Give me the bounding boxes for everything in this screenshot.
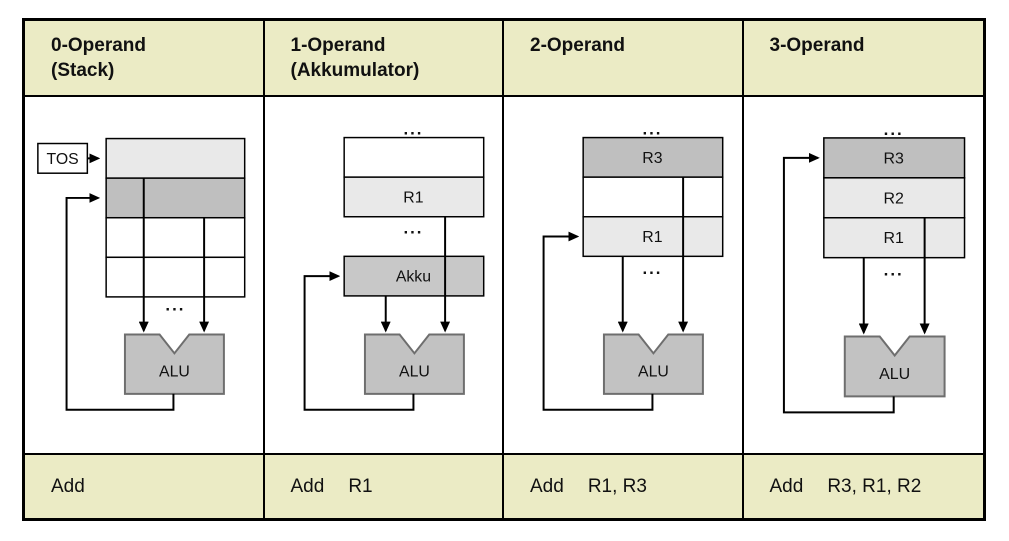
ellipsis-middle: ...	[403, 219, 423, 238]
stack-cell-top	[105, 137, 246, 179]
alu-block	[602, 333, 704, 395]
register-r1-label: R1	[403, 189, 423, 206]
stack-architecture-diagram: TOS ... ALU	[37, 137, 246, 411]
register-cell-r1	[822, 216, 965, 259]
diagram-area: TOS ... ALU	[25, 97, 263, 455]
alu-label: ALU	[399, 364, 430, 381]
alu-block	[843, 335, 946, 398]
header-line-2: (Akkumulator)	[290, 60, 420, 81]
header-line-1: 0-Operand	[51, 35, 147, 56]
akkumulator-architecture-diagram: ... R1 ... Akku ALU	[303, 120, 484, 411]
ellipsis-bottom: ...	[165, 296, 185, 315]
column-0-operand-stack: 0-Operand (Stack) TOS ...	[25, 21, 265, 518]
akku-register	[342, 255, 484, 297]
ellipsis-middle: ...	[883, 261, 903, 280]
instruction-operands: R1, R3	[587, 475, 647, 497]
ellipsis-top: ...	[642, 120, 662, 139]
register-r3-label: R3	[642, 150, 662, 167]
instruction-operands: R1	[348, 475, 373, 497]
alu-block	[363, 333, 465, 395]
ellipsis-middle: ...	[642, 259, 662, 278]
instruction-operands: R3, R1, R2	[827, 475, 922, 497]
register-cell-r3	[822, 137, 965, 179]
register-cell-empty	[342, 136, 484, 178]
register-r1-label: R1	[642, 229, 662, 246]
instruction-mnemonic: Add	[51, 475, 85, 497]
instruction-mnemonic: Add	[290, 475, 325, 497]
alu-label: ALU	[159, 364, 190, 381]
column-header: 1-Operand (Akkumulator)	[264, 21, 502, 97]
result-feedback-wire	[65, 192, 175, 411]
alu-label: ALU	[879, 366, 910, 383]
diagram-area: ... R3 R1 ... ALU	[504, 97, 742, 455]
column-3-operand: 3-Operand ... R3 R2 R1 ... ALU Add R	[743, 21, 983, 518]
header-line-1: 3-Operand	[769, 35, 865, 56]
diagram-area: ... R3 R2 R1 ... ALU	[743, 97, 983, 455]
register-cell-r3	[582, 136, 724, 178]
alu-label: ALU	[638, 364, 669, 381]
instruction-example: Add R3, R1, R2	[743, 455, 983, 518]
three-operand-architecture-diagram: ... R3 R2 R1 ... ALU	[782, 120, 965, 414]
instruction-example: Add R1, R3	[504, 455, 742, 518]
diagram-area: ... R1 ... Akku ALU	[264, 97, 502, 455]
register-cell-empty	[582, 176, 724, 218]
header-line-1: 2-Operand	[530, 35, 626, 56]
column-1-operand-akkumulator: 1-Operand (Akkumulator) ... R1 ... Akku …	[264, 21, 504, 518]
akku-label: Akku	[395, 269, 430, 286]
ellipsis-top: ...	[403, 120, 423, 139]
ellipsis-top: ...	[883, 120, 903, 139]
column-2-operand: 2-Operand ... R3 R1 ... ALU Add R1, R3	[504, 21, 744, 518]
tos-pointer-box	[37, 142, 89, 174]
stack-cell-second	[105, 177, 246, 219]
column-header: 2-Operand	[504, 21, 742, 97]
header-line-2: (Stack)	[51, 60, 115, 81]
operand-architectures-table: 0-Operand (Stack) TOS ...	[22, 18, 986, 521]
instruction-example: Add R1	[264, 455, 502, 518]
register-r2-label: R2	[883, 190, 904, 207]
result-feedback-wire	[542, 231, 654, 411]
register-r3-label: R3	[883, 150, 904, 167]
header-line-1: 1-Operand	[290, 35, 386, 56]
register-cell-r1	[582, 215, 724, 258]
column-header: 0-Operand (Stack)	[25, 21, 263, 97]
instruction-example: Add	[25, 455, 263, 518]
alu-block	[123, 333, 225, 395]
instruction-mnemonic: Add	[769, 475, 804, 497]
two-operand-architecture-diagram: ... R3 R1 ... ALU	[542, 120, 724, 411]
register-cell-r1	[342, 176, 484, 218]
instruction-mnemonic: Add	[530, 475, 564, 497]
column-header: 3-Operand	[743, 21, 983, 97]
result-feedback-wire	[782, 152, 895, 414]
tos-label: TOS	[46, 151, 78, 168]
register-r1-label: R1	[883, 230, 904, 247]
stack-cell-third	[105, 216, 246, 259]
register-cell-r2	[822, 177, 965, 219]
result-feedback-wire	[303, 271, 414, 411]
stack-cell-fourth	[105, 256, 246, 298]
